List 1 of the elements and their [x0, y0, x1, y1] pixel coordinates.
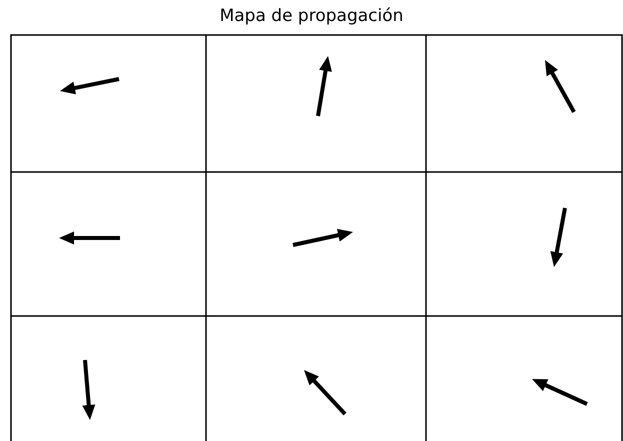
chart-title: Mapa de propagación: [220, 6, 404, 26]
